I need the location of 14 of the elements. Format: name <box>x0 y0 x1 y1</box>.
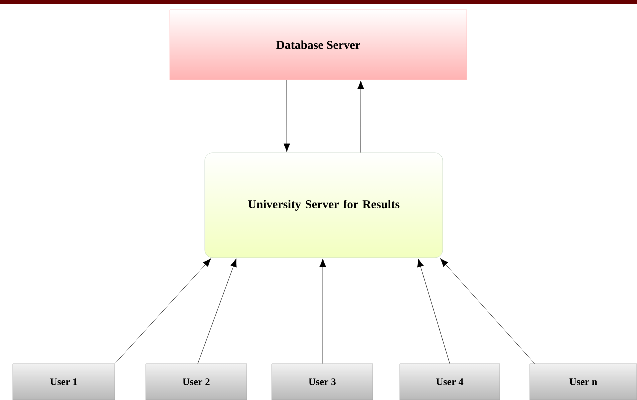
user-box: User 4 <box>400 364 500 400</box>
arrow <box>358 80 364 153</box>
arrow <box>418 258 450 364</box>
user-box: User 1 <box>12 364 116 400</box>
user-box: User 2 <box>146 364 248 400</box>
user-box: User 3 <box>272 364 374 400</box>
arrow <box>115 258 212 364</box>
arrow <box>440 258 536 364</box>
arrow <box>198 258 237 364</box>
server-box: Database Server <box>170 10 468 80</box>
user-box: User n <box>530 364 637 400</box>
server-box: University Server for Results <box>204 152 444 258</box>
arrow <box>320 258 326 364</box>
arrow <box>284 80 290 152</box>
